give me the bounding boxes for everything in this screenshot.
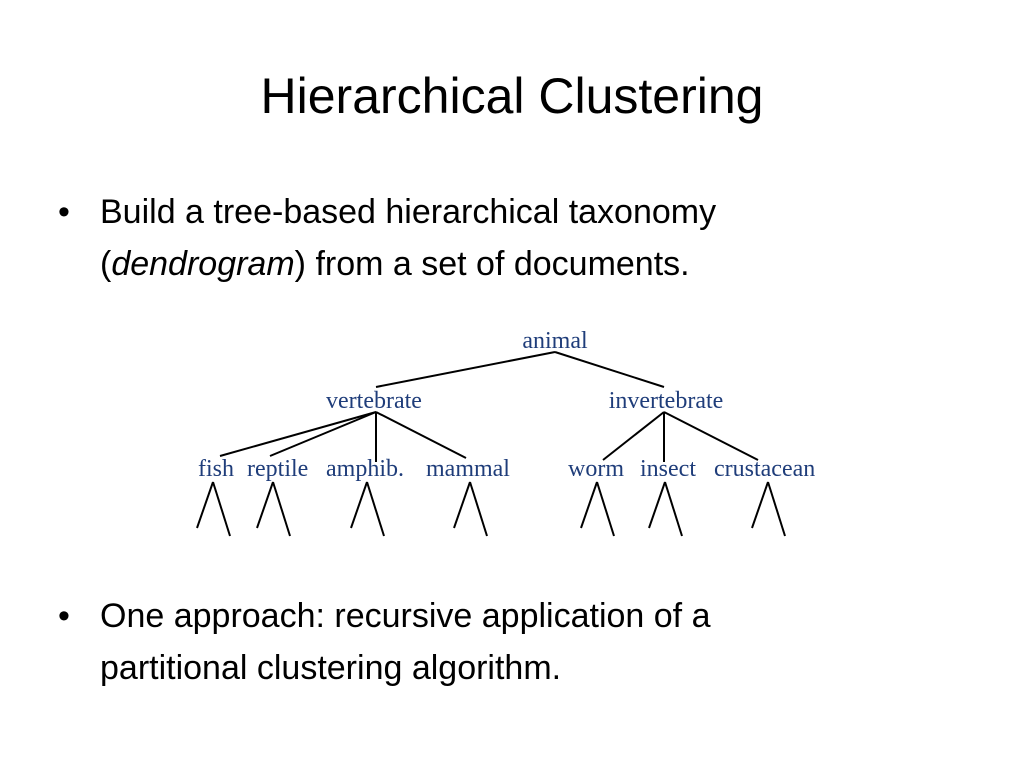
leaf-fork-fish: [196, 481, 231, 537]
bullet-text: One approach: recursive application of a…: [100, 590, 960, 694]
open-paren: (: [100, 245, 112, 283]
bullet-line: Build a tree-based hierarchical taxonomy: [100, 193, 717, 231]
node-mammal: mammal: [426, 456, 510, 482]
node-amphib: amphib.: [326, 456, 404, 482]
edge-animal-invertebrate: [554, 351, 665, 388]
edge-vertebrate-reptile: [269, 411, 377, 457]
bullet-line: (dendrogram) from a set of documents.: [100, 238, 960, 290]
slide-title: Hierarchical Clustering: [260, 68, 764, 124]
bullet-line-rest: ) from a set of documents.: [294, 245, 690, 283]
bullet-dot: •: [58, 193, 70, 231]
edge-vertebrate-mammal: [375, 411, 467, 459]
edge-animal-vertebrate: [375, 351, 556, 388]
node-invertebrate: invertebrate: [609, 388, 724, 414]
bullet-text: Build a tree-based hierarchical taxonomy…: [100, 186, 960, 290]
leaf-fork-crustacean: [751, 481, 786, 537]
node-insect: insect: [640, 456, 696, 482]
node-fish: fish: [198, 456, 234, 482]
node-crustacean: crustacean: [714, 456, 815, 482]
leaf-fork-insect: [648, 481, 683, 537]
bullet-line: One approach: recursive application of a: [100, 597, 711, 635]
leaf-fork-reptile: [256, 481, 291, 537]
node-animal: animal: [522, 328, 588, 354]
node-worm: worm: [568, 456, 624, 482]
leaf-fork-mammal: [453, 481, 488, 537]
edge-invertebrate-worm: [602, 411, 665, 461]
node-reptile: reptile: [247, 456, 308, 482]
bullet-dot: •: [58, 597, 70, 635]
leaf-fork-amphib: [350, 481, 385, 537]
node-vertebrate: vertebrate: [326, 388, 422, 414]
leaf-fork-worm: [580, 481, 615, 537]
bullet-line: partitional clustering algorithm.: [100, 649, 562, 687]
edge-invertebrate-crustacean: [663, 411, 759, 461]
emphasis-term: dendrogram: [111, 245, 295, 283]
edge-vertebrate-fish: [219, 411, 377, 457]
